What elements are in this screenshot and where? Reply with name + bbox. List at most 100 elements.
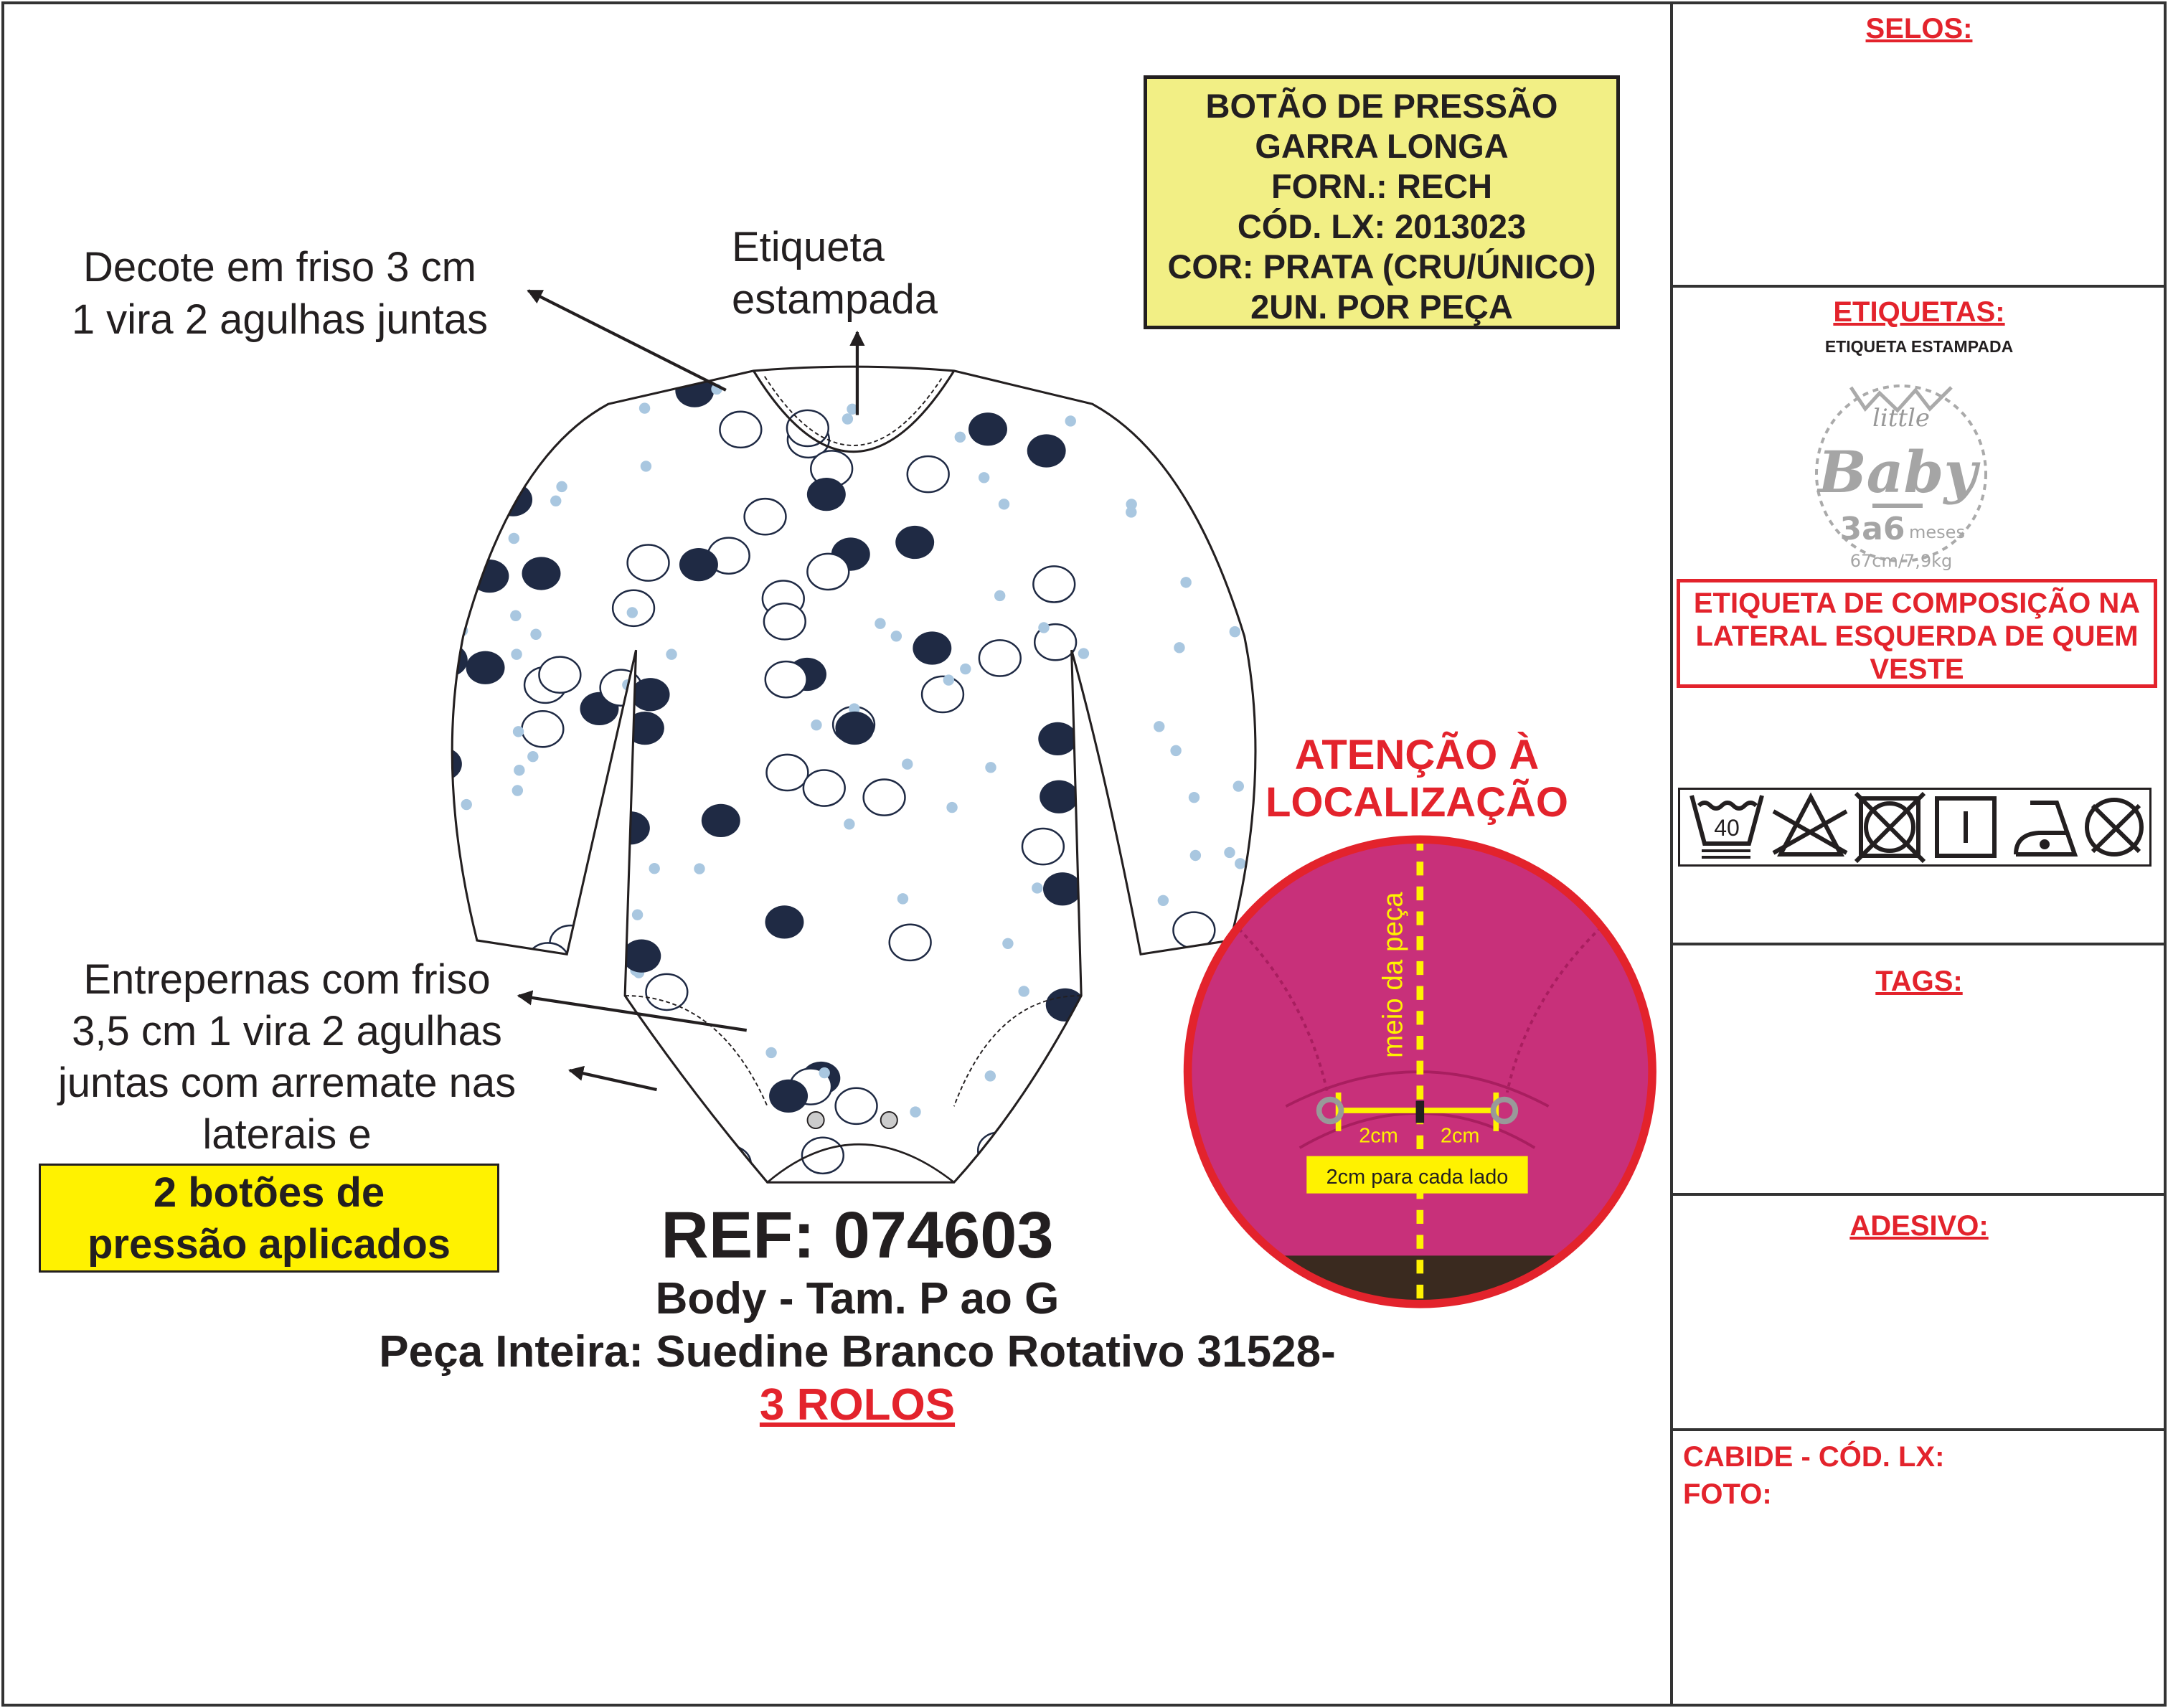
crotch-note: Entrepernas com friso 3,5 cm 1 vira 2 ag…: [14, 954, 560, 1161]
print-dot: [461, 798, 472, 811]
iron-low-icon: [2014, 801, 2078, 857]
print-speech-bubble: [494, 483, 533, 516]
sidebar-divider: [1670, 1, 1673, 1707]
print-speech-bubble: [1043, 872, 1082, 906]
print-dot: [1032, 882, 1043, 894]
print-dot: [530, 628, 542, 640]
print-dot: [994, 590, 1006, 602]
print-dot: [556, 481, 567, 493]
print-dot: [1157, 895, 1169, 906]
print-dot: [984, 1070, 996, 1082]
note-line: 3,5 cm 1 vira 2 agulhas: [72, 1008, 502, 1054]
note-line: Etiqueta: [732, 224, 885, 270]
wash-40-icon: 40: [1689, 795, 1764, 859]
composition-line: LATERAL ESQUERDA DE QUEM: [1695, 621, 2139, 652]
print-speech-bubble: [470, 559, 509, 593]
print-speech-bubble: [625, 711, 664, 745]
row-divider: [1672, 1428, 2167, 1431]
note-line: juntas com arremate nas: [57, 1060, 517, 1106]
note-line: Decote em friso 3 cm: [83, 244, 476, 291]
etiqueta-estampada-label: ETIQUETA ESTAMPADA: [1824, 337, 2014, 356]
spec-line: FORN.: RECH: [1271, 167, 1493, 205]
print-bear-face: [862, 778, 906, 816]
print-dot: [440, 867, 451, 877]
print-dot: [1233, 780, 1244, 792]
adesivo-heading: ADESIVO:: [1849, 1210, 1989, 1242]
print-bear-face: [538, 656, 582, 694]
print-dot: [849, 703, 860, 714]
print-dot: [897, 893, 909, 905]
reference-code: REF: 074603: [661, 1199, 1054, 1272]
print-dot: [1092, 938, 1104, 950]
print-dot: [978, 472, 990, 483]
print-speech-bubble: [913, 631, 952, 665]
print-dot: [514, 765, 525, 776]
etiquetas-heading: ETIQUETAS:: [1833, 296, 2005, 328]
attention-title: ATENÇÃO À LOCALIZAÇÃO: [1177, 732, 1657, 826]
cabide-label: CABIDE - CÓD. LX:: [1683, 1441, 1945, 1473]
print-dot: [1084, 926, 1095, 938]
print-dot: [998, 499, 1010, 510]
print-speech-bubble: [491, 367, 530, 401]
print-dot: [527, 750, 539, 763]
print-bear-face: [920, 675, 965, 714]
print-dot: [511, 648, 522, 660]
meio-da-peca-label: meio da peça: [1377, 892, 1408, 1058]
print-dot: [1235, 858, 1246, 869]
print-dot: [943, 674, 955, 686]
print-dot: [1078, 648, 1090, 659]
print-speech-bubble: [1040, 780, 1079, 813]
print-bear-face: [888, 923, 932, 962]
print-dot: [1180, 577, 1192, 588]
print-bear-face: [763, 603, 806, 641]
print-dot: [638, 402, 651, 414]
label-note: Etiqueta estampada: [732, 221, 938, 326]
print-dot: [1174, 642, 1185, 654]
foto-label: FOTO:: [1683, 1478, 1772, 1510]
print-dot: [1126, 506, 1137, 518]
cabide-foto: CABIDE - CÓD. LX: FOTO:: [1683, 1438, 1944, 1513]
print-dot: [1266, 373, 1276, 384]
print-bear-face: [976, 1131, 1021, 1169]
print-dot: [910, 1106, 921, 1118]
print-bear-face: [559, 367, 603, 388]
print-dot: [1188, 791, 1200, 803]
print-dot: [512, 726, 524, 737]
print-dot: [508, 532, 520, 544]
snaps-highlight: 2 botões de pressão aplicados: [39, 1164, 499, 1273]
logo-little: little: [1872, 404, 1930, 433]
print-dot: [875, 618, 886, 629]
print-dot: [1126, 1049, 1138, 1060]
tags-heading: TAGS:: [1875, 966, 1963, 997]
print-bear-face: [719, 410, 763, 449]
print-dot: [765, 1047, 777, 1059]
print-bear-face: [802, 769, 846, 807]
print-dot: [1189, 849, 1202, 862]
print-dot: [819, 1067, 830, 1079]
note-line: 1 vira 2 agulhas juntas: [71, 296, 489, 343]
print-speech-bubble: [679, 547, 718, 582]
caption-label: 2cm para cada lado: [1326, 1166, 1509, 1189]
print-bear-face: [708, 1145, 752, 1183]
print-dot: [550, 495, 562, 506]
print-dot: [626, 607, 638, 618]
print-speech-bubble: [522, 557, 561, 590]
attention-line: LOCALIZAÇÃO: [1265, 779, 1569, 826]
composition-line: ETIQUETA DE COMPOSIÇÃO NA: [1693, 588, 2141, 619]
print-dot: [452, 510, 463, 522]
note-line: Entrepernas com friso: [83, 956, 491, 1003]
print-dot: [847, 403, 858, 415]
logo-baby: Baby: [1816, 438, 1981, 506]
print-dot: [1224, 846, 1235, 859]
print-dot: [1018, 986, 1029, 997]
print-speech-bubble: [466, 651, 505, 684]
spec-line: 2UN. POR PEÇA: [1250, 288, 1513, 326]
print-bear-face: [1021, 827, 1065, 866]
line-dry-icon: [1935, 796, 1997, 858]
note-line: 2 botões de: [153, 1169, 385, 1216]
attention-line: ATENÇÃO À: [1294, 732, 1540, 778]
print-dot: [1002, 938, 1014, 950]
row-divider: [1672, 285, 2167, 288]
print-dot: [1038, 622, 1050, 633]
print-dot: [1184, 446, 1195, 458]
